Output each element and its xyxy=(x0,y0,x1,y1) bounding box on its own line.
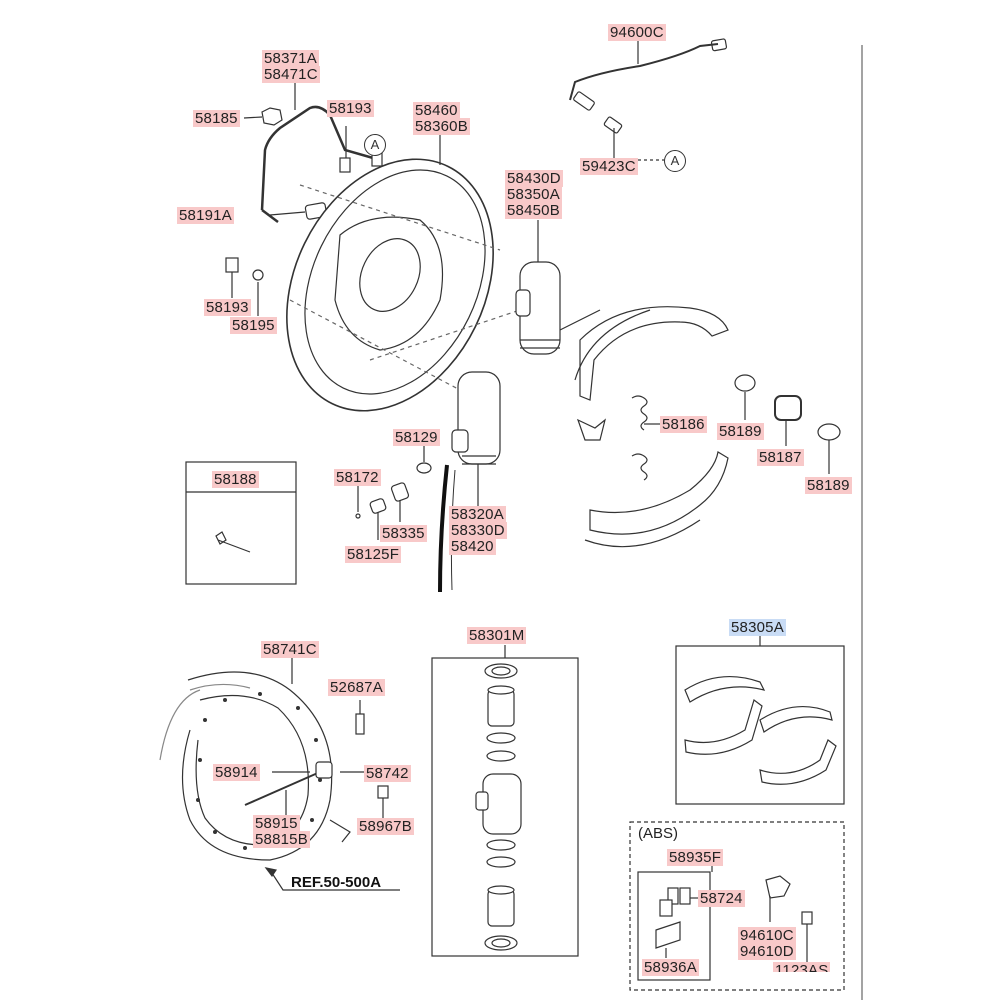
part-label-58915[interactable]: 58915 xyxy=(253,815,300,832)
hold-down-spring xyxy=(774,395,802,421)
nut-58185 xyxy=(261,107,283,126)
inset-58188 xyxy=(185,461,297,585)
part-label-58471C[interactable]: 58471C xyxy=(262,66,320,83)
part-label-58193[interactable]: 58193 xyxy=(327,100,374,117)
part-label-58193[interactable]: 58193 xyxy=(204,299,251,316)
part-label-58967B[interactable]: 58967B xyxy=(357,818,414,835)
part-label-94610D[interactable]: 94610D xyxy=(738,943,796,960)
part-label-58936A[interactable]: 58936A xyxy=(642,959,699,976)
return-spring xyxy=(631,395,648,431)
abs-sensor-cable xyxy=(569,43,719,101)
part-label-58189[interactable]: 58189 xyxy=(717,423,764,440)
part-label-58360B[interactable]: 58360B xyxy=(413,118,470,135)
brake-shoe-lower xyxy=(589,451,729,535)
part-label-58420[interactable]: 58420 xyxy=(449,538,496,555)
part-label-58450B[interactable]: 58450B xyxy=(505,202,562,219)
kit-box-58305A xyxy=(675,645,845,805)
part-label-58335[interactable]: 58335 xyxy=(380,525,427,542)
part-label-58935F[interactable]: 58935F xyxy=(667,849,724,866)
part-label-1123AS[interactable]: 1123AS xyxy=(773,962,831,972)
part-label-58330D[interactable]: 58330D xyxy=(449,522,507,539)
abs-box xyxy=(629,821,845,991)
part-label-94610C[interactable]: 94610C xyxy=(738,927,796,944)
part-label-58914[interactable]: 58914 xyxy=(213,764,260,781)
abs-section-label: (ABS) xyxy=(638,825,679,842)
part-label-94600C[interactable]: 94600C xyxy=(608,24,666,41)
part-label-58371A[interactable]: 58371A xyxy=(262,50,319,67)
part-label-58195[interactable]: 58195 xyxy=(230,317,277,334)
part-label-58724[interactable]: 58724 xyxy=(698,890,745,907)
part-label-58191A[interactable]: 58191A xyxy=(177,207,234,224)
brake-shoe-upper xyxy=(579,306,729,401)
part-label-58301M[interactable]: 58301M xyxy=(467,627,527,644)
part-label-58815B[interactable]: 58815B xyxy=(253,831,310,848)
reference-label[interactable]: REF.50-500A xyxy=(291,874,382,891)
part-label-58189[interactable]: 58189 xyxy=(805,477,852,494)
part-label-52687A[interactable]: 52687A xyxy=(328,679,385,696)
part-label-58430D[interactable]: 58430D xyxy=(505,170,563,187)
part-label-58741C[interactable]: 58741C xyxy=(261,641,319,658)
part-label-59423C[interactable]: 59423C xyxy=(580,158,638,175)
part-label-58188[interactable]: 58188 xyxy=(212,471,259,488)
part-label-58125F[interactable]: 58125F xyxy=(345,546,402,563)
part-label-58186[interactable]: 58186 xyxy=(660,416,707,433)
part-label-58742[interactable]: 58742 xyxy=(364,765,411,782)
reference-marker-a: A xyxy=(364,134,386,156)
backing-plate-outer xyxy=(286,158,494,412)
part-label-58129[interactable]: 58129 xyxy=(393,429,440,446)
part-label-58320A[interactable]: 58320A xyxy=(449,506,506,523)
reference-marker-a: A xyxy=(664,150,686,172)
part-label-58187[interactable]: 58187 xyxy=(757,449,804,466)
part-label-58460[interactable]: 58460 xyxy=(413,102,460,119)
part-label-58172[interactable]: 58172 xyxy=(334,469,381,486)
part-label-58185[interactable]: 58185 xyxy=(193,110,240,127)
part-label-58305A[interactable]: 58305A xyxy=(729,619,786,636)
part-label-58350A[interactable]: 58350A xyxy=(505,186,562,203)
